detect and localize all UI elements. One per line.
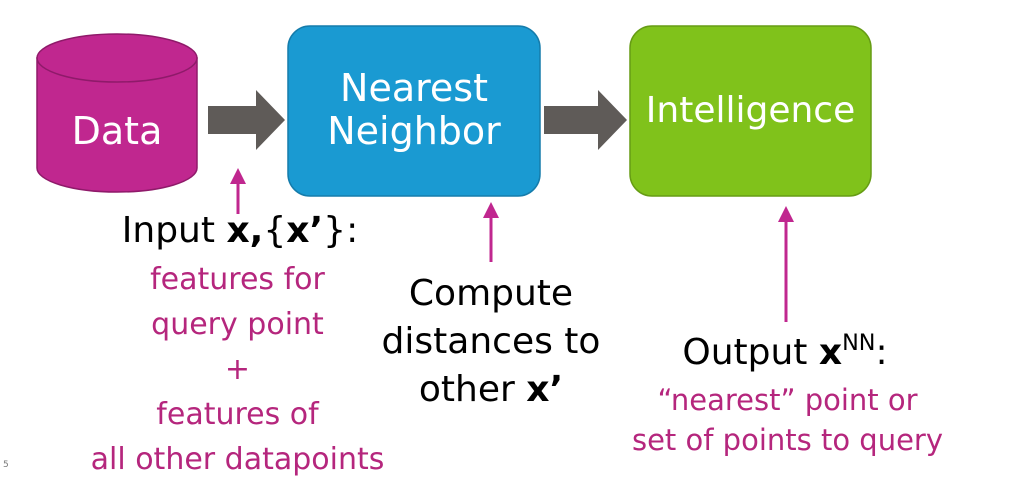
compute-x-prime-symbol: x’ (526, 369, 564, 410)
input-caption-title: Input x,{x’}: (60, 210, 420, 251)
output-caption-title: Output xNN: (600, 330, 970, 373)
nearest-neighbor-box (287, 25, 541, 197)
input-x-prime-symbol: x’ (286, 210, 324, 251)
output-superscript: NN (842, 330, 876, 356)
nearest-neighbor-label-line1: Nearest (340, 66, 488, 110)
input-colon: : (346, 210, 359, 251)
output-prefix: Output (682, 331, 819, 373)
input-brace-close: } (323, 210, 347, 251)
compute-line3-prefix: other (418, 369, 527, 410)
flow-arrow-data-to-nn (208, 90, 285, 150)
data-cylinder (36, 33, 198, 193)
data-cylinder-top (36, 33, 198, 83)
pointer-arrow-output (778, 206, 794, 322)
input-prefix: Input (121, 210, 227, 251)
page-number: 5 (3, 460, 9, 470)
compute-caption: Compute distances to other x’ (361, 270, 621, 414)
intelligence-label: Intelligence (645, 90, 856, 131)
input-desc-plus: + (224, 352, 251, 387)
pointer-arrow-compute (483, 202, 499, 262)
compute-line: distances to (381, 321, 601, 362)
pointer-arrow-input (230, 168, 246, 214)
input-desc-line: all other datapoints (90, 442, 385, 477)
output-colon: : (875, 331, 888, 373)
data-label: Data (71, 109, 163, 153)
output-x-symbol: x (818, 331, 843, 373)
compute-line: Compute (408, 273, 574, 314)
nearest-neighbor-label: Nearest Neighbor (288, 66, 540, 154)
output-caption-description: “nearest” point or set of points to quer… (590, 380, 985, 460)
input-desc-line: features of (156, 397, 319, 432)
data-cylinder-body (36, 57, 198, 193)
compute-line: other x’ (361, 366, 621, 414)
intelligence-box (629, 25, 872, 197)
output-desc-line: set of points to query (631, 423, 944, 457)
input-x-symbol: x (226, 210, 250, 251)
nearest-neighbor-label-line2: Neighbor (327, 109, 501, 154)
flow-diagram (36, 25, 872, 322)
input-brace-open: { (263, 210, 287, 251)
input-comma: , (249, 210, 264, 251)
flow-arrow-nn-to-intelligence (544, 90, 627, 150)
input-desc-line: features for (150, 262, 325, 297)
output-desc-line: “nearest” point or (657, 383, 918, 417)
input-desc-line: query point (151, 307, 324, 342)
